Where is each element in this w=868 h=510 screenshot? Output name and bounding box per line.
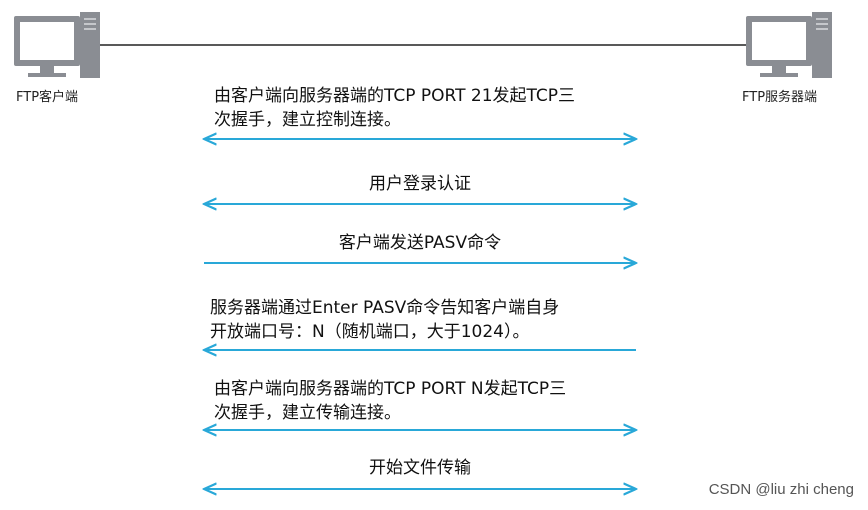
server-label: FTP服务器端: [742, 90, 818, 105]
computer-icon: [14, 12, 100, 78]
message-text-data-connection: 由客户端向服务器端的TCP PORT N发起TCP三 次握手，建立传输连接。: [214, 379, 567, 423]
message-text-enter-pasv: 服务器端通过Enter PASV命令告知客户端自身 开放端口号：N（随机端口，大…: [210, 298, 560, 342]
client-label: FTP客户端: [16, 90, 79, 105]
computer-icon: [746, 12, 832, 78]
message-text-control-connection: 由客户端向服务器端的TCP PORT 21发起TCP三 次握手，建立控制连接。: [214, 86, 576, 130]
watermark: CSDN @liu zhi cheng: [708, 481, 854, 498]
message-text-pasv: 客户端发送PASV命令: [338, 233, 502, 253]
message-text-file-transfer: 开始文件传输: [369, 458, 471, 478]
message-text-login: 用户登录认证: [369, 174, 471, 194]
